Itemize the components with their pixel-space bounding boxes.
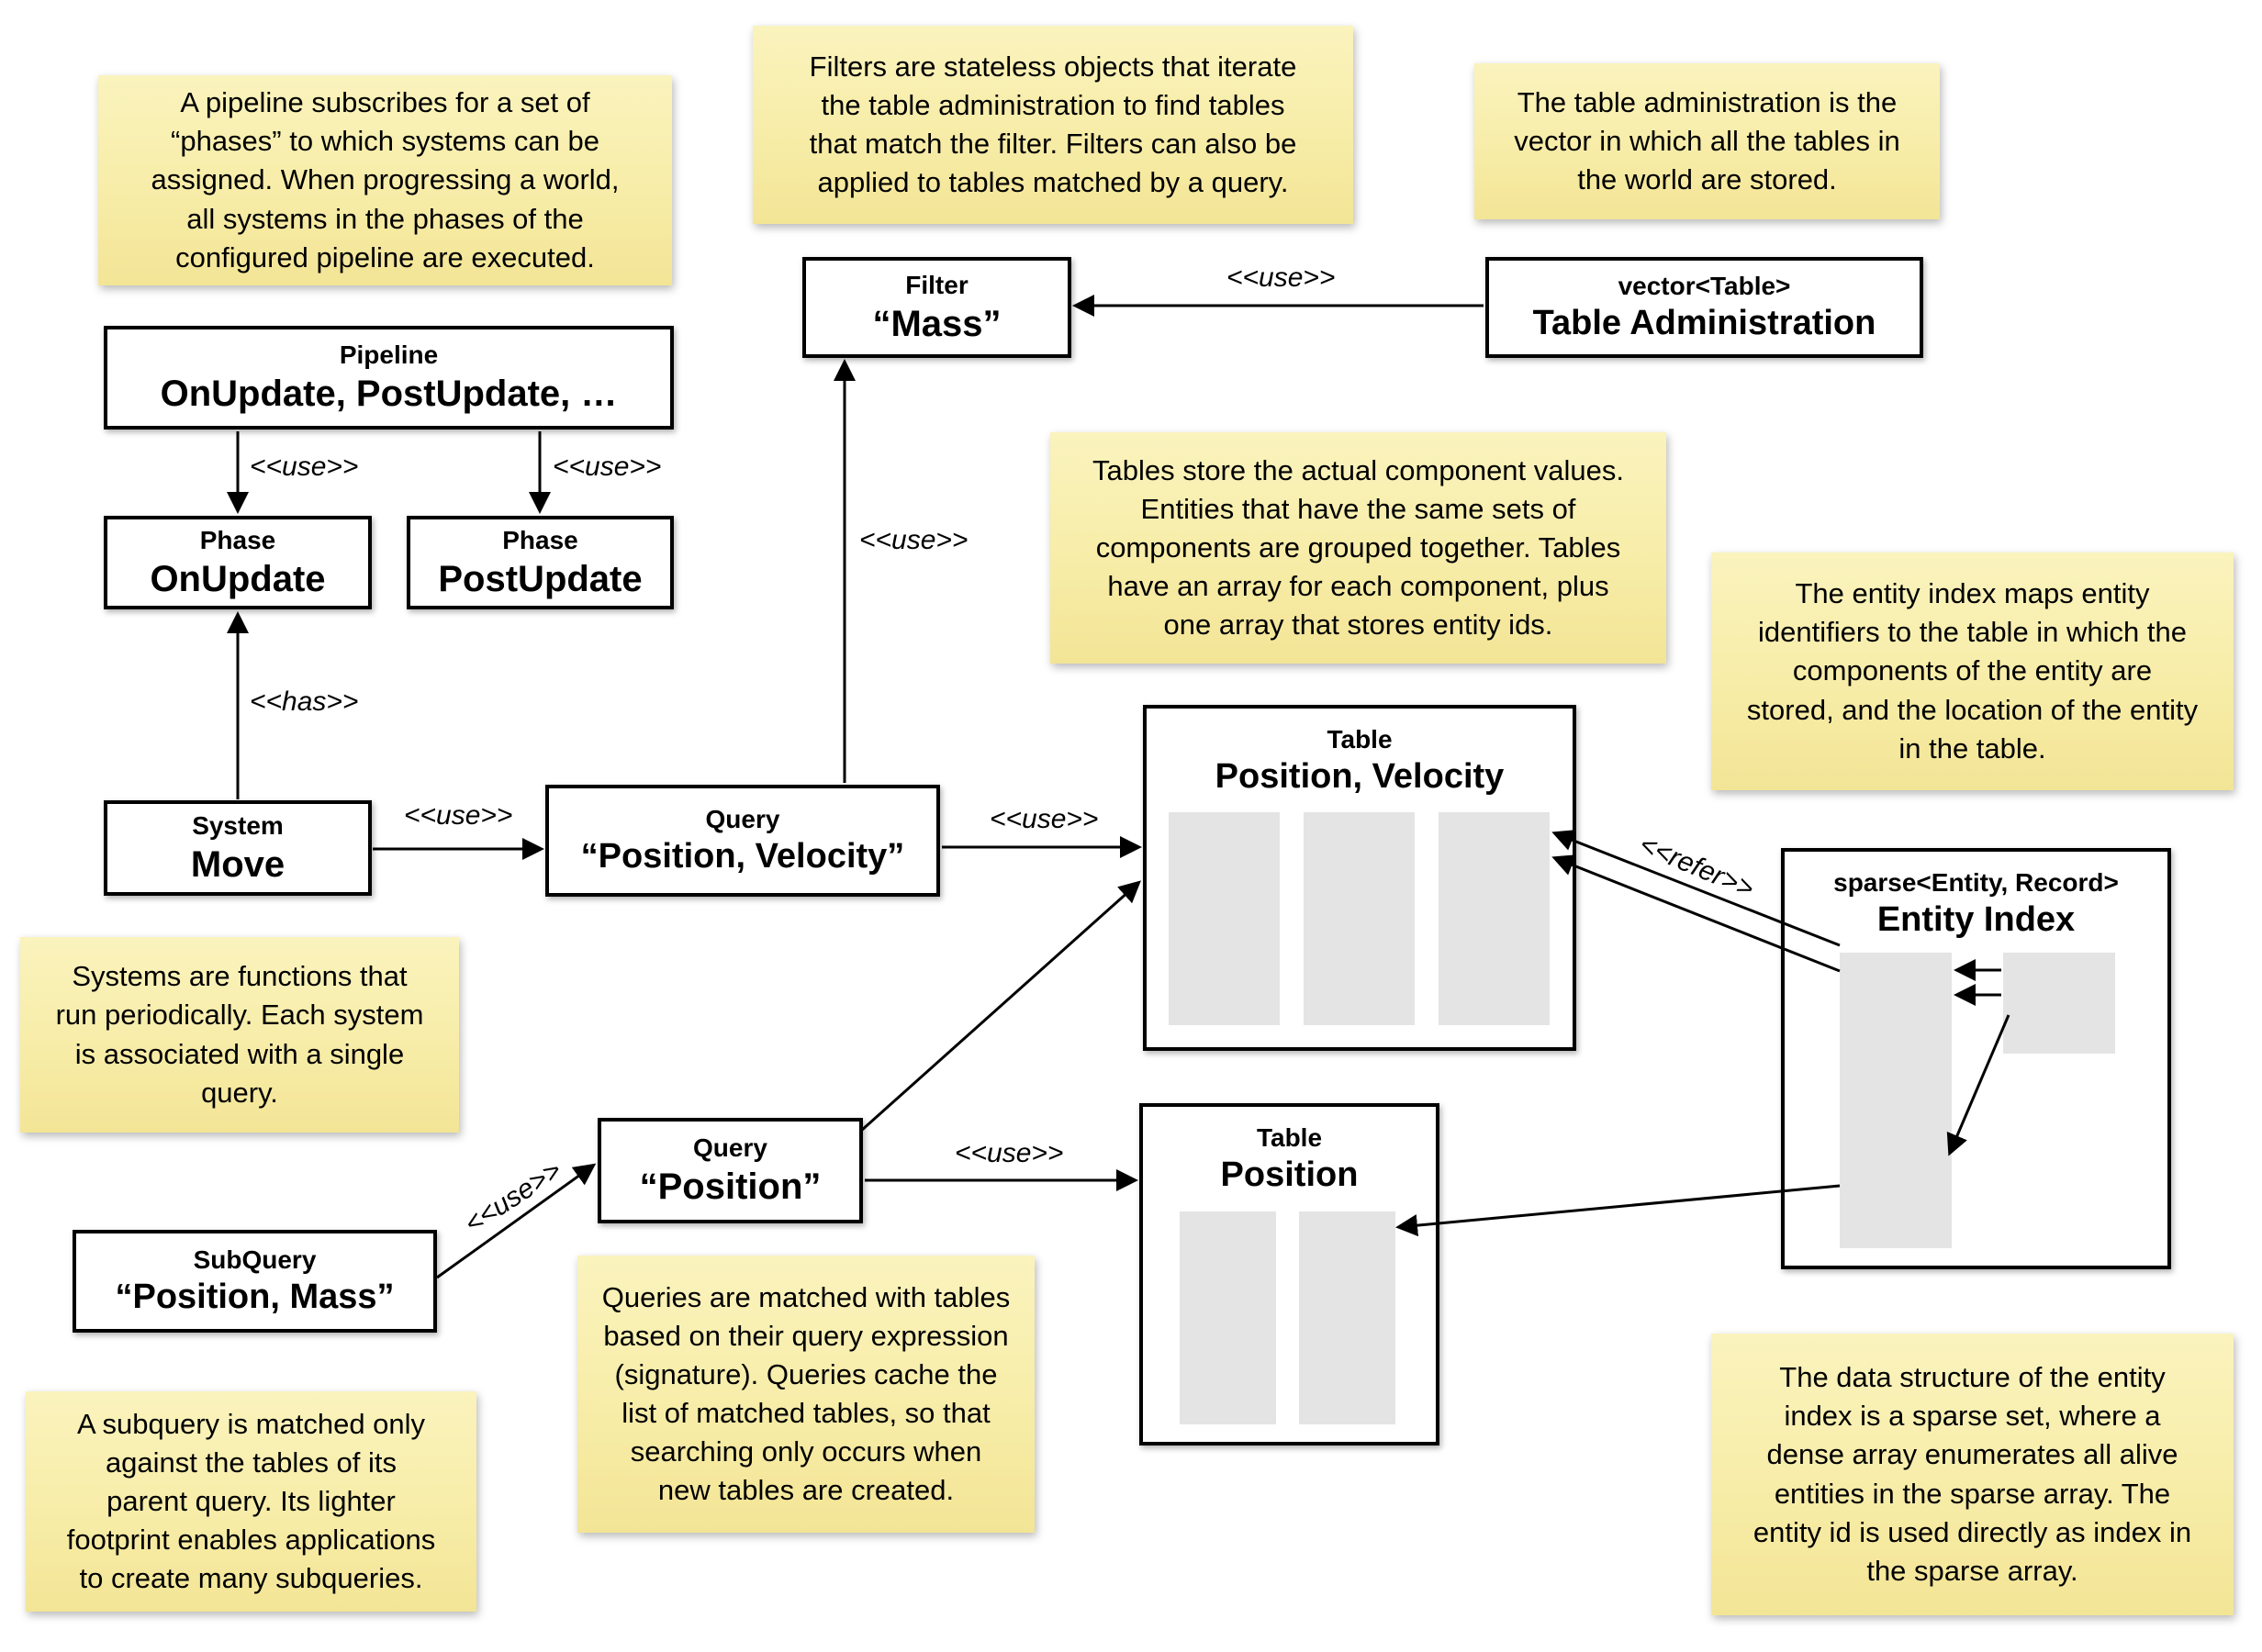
table-position-box-title: Table	[1256, 1123, 1323, 1152]
component-array-column	[1304, 812, 1415, 1025]
system-move-box: System Move	[104, 800, 372, 896]
edge-querypos-tablepv	[860, 880, 1141, 1133]
dense-array	[2003, 953, 2115, 1054]
edge-label-system-phase-has: <<has>>	[250, 686, 359, 717]
note-subquery: A subquery is matched only against the t…	[26, 1391, 476, 1612]
note-entity-index: The entity index maps entity identifiers…	[1711, 553, 2234, 790]
phase-postupdate-box-title: Phase	[502, 525, 578, 554]
note-systems: Systems are functions that run periodica…	[20, 937, 459, 1133]
note-entity-index-text: The entity index maps entity identifiers…	[1746, 577, 2199, 765]
note-entity-structure: The data structure of the entity index i…	[1711, 1334, 2234, 1615]
system-move-box-title: System	[192, 810, 284, 840]
note-tables-text: Tables store the actual component values…	[1092, 453, 1624, 642]
table-administration-box-title: vector<Table>	[1618, 271, 1791, 300]
table-administration-box-body: Table Administration	[1532, 303, 1876, 342]
entity-index-box-title: sparse<Entity, Record>	[1833, 868, 2119, 897]
note-table-administration-text: The table administration is the vector i…	[1514, 85, 1900, 196]
query-position-box: Query “Position”	[598, 1118, 863, 1223]
sparse-array	[1840, 953, 1952, 1248]
edge-label-query-filter-use: <<use>>	[859, 525, 969, 555]
query-position-box-title: Query	[693, 1133, 767, 1162]
edge-label-tableadmin-filter-use: <<use>>	[1226, 262, 1336, 293]
edge-label-subquery-query-use: <<use>>	[459, 1155, 567, 1240]
table-position-box: Table Position	[1139, 1103, 1439, 1446]
table-position-box-body: Position	[1220, 1155, 1359, 1194]
subquery-box-body: “Position, Mass”	[115, 1277, 395, 1316]
note-subquery-text: A subquery is matched only against the t…	[66, 1407, 436, 1595]
edge-label-entityindex-table-refer: <<refer>>	[1634, 829, 1759, 905]
table-position-velocity-box: Table Position, Velocity	[1143, 705, 1576, 1051]
table-position-velocity-box-title: Table	[1327, 725, 1393, 753]
edge-label-querypv-tablepv-use: <<use>>	[990, 804, 1099, 834]
subquery-box-title: SubQuery	[193, 1245, 317, 1274]
pipeline-box-body: OnUpdate, PostUpdate, …	[160, 374, 618, 414]
pipeline-box-title: Pipeline	[339, 340, 439, 369]
table-position-velocity-box-body: Position, Velocity	[1215, 757, 1505, 796]
note-queries-text: Queries are matched with tables based on…	[601, 1280, 1011, 1507]
query-position-velocity-box-body: “Position, Velocity”	[580, 836, 905, 876]
note-pipeline-text: A pipeline subscribes for a set of “phas…	[151, 86, 620, 273]
subquery-box: SubQuery “Position, Mass”	[73, 1230, 437, 1333]
edge-label-system-query-use: <<use>>	[404, 800, 513, 831]
phase-onupdate-box-body: OnUpdate	[150, 558, 326, 599]
note-queries: Queries are matched with tables based on…	[577, 1256, 1035, 1533]
phase-onupdate-box: Phase OnUpdate	[104, 516, 372, 609]
entity-index-box-body: Entity Index	[1876, 900, 2076, 939]
phase-onupdate-box-title: Phase	[199, 525, 276, 554]
note-tables: Tables store the actual component values…	[1050, 432, 1666, 664]
table-administration-box: vector<Table> Table Administration	[1485, 257, 1923, 358]
filter-box-body: “Mass”	[872, 303, 1002, 344]
pipeline-box: Pipeline OnUpdate, PostUpdate, …	[104, 326, 674, 430]
note-systems-text: Systems are functions that run periodica…	[55, 960, 424, 1109]
note-table-administration: The table administration is the vector i…	[1474, 63, 1940, 219]
component-array-column	[1169, 812, 1280, 1025]
edge-label-pipeline-postupdate-use: <<use>>	[553, 452, 662, 482]
edge-label-pipeline-onupdate-use: <<use>>	[250, 452, 359, 482]
note-filters-text: Filters are stateless objects that itera…	[809, 50, 1297, 199]
system-move-box-body: Move	[190, 843, 286, 885]
edge-entityindex-tablepos	[1395, 1184, 1841, 1237]
note-entity-structure-text: The data structure of the entity index i…	[1752, 1361, 2192, 1587]
filter-box: Filter “Mass”	[802, 257, 1071, 358]
entity-id-array-column	[1299, 1211, 1395, 1424]
phase-postupdate-box-body: PostUpdate	[438, 558, 643, 599]
query-position-box-body: “Position”	[639, 1166, 822, 1207]
filter-box-title: Filter	[905, 270, 969, 299]
component-array-column	[1180, 1211, 1276, 1424]
entity-index-box: sparse<Entity, Record> Entity Index	[1781, 848, 2171, 1269]
note-filters: Filters are stateless objects that itera…	[753, 26, 1353, 224]
phase-postupdate-box: Phase PostUpdate	[407, 516, 674, 609]
entity-id-array-column	[1439, 812, 1550, 1025]
query-position-velocity-box: Query “Position, Velocity”	[545, 785, 940, 897]
note-pipeline: A pipeline subscribes for a set of “phas…	[98, 75, 672, 285]
query-position-velocity-box-title: Query	[705, 804, 780, 833]
edge-label-querypos-tablepos-use: <<use>>	[955, 1138, 1064, 1168]
